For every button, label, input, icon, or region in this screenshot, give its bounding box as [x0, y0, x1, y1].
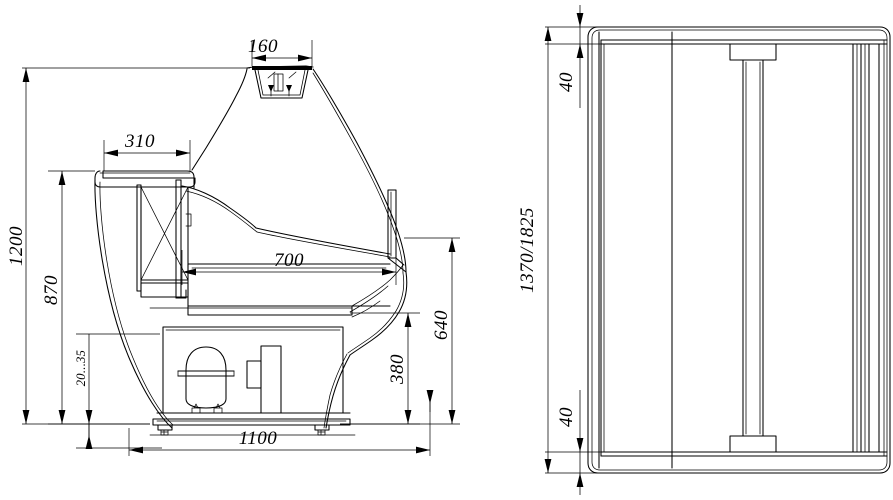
dimension-1100: 1100	[128, 390, 434, 456]
dimension-160: 160	[248, 36, 313, 66]
dim-label-40-top: 40	[556, 72, 577, 92]
plan-center-divider	[729, 43, 777, 453]
dim-label-1370-1825: 1370/1825	[517, 207, 538, 293]
dim-label-380: 380	[387, 354, 408, 385]
dim-label-310: 310	[124, 131, 155, 152]
front-glass-frame	[387, 189, 407, 273]
plan-end-rails	[600, 39, 888, 457]
display-basin	[149, 185, 391, 316]
dim-label-1100: 1100	[239, 428, 278, 449]
plan-view: 40 40 1370/1825	[517, 5, 891, 495]
dimension-40-bottom: 40	[545, 390, 604, 495]
evaporator-fan-unit	[136, 179, 192, 299]
dimension-870: 870	[41, 170, 150, 425]
plan-outer-body	[587, 26, 891, 474]
dim-label-20-35: 20...35	[74, 350, 88, 386]
dimension-1370-1825: 1370/1825	[517, 27, 552, 473]
side-section-view: 160 310 1200 870	[6, 36, 460, 456]
dimension-700: 700	[181, 250, 397, 285]
dimension-40-top: 40	[545, 5, 604, 108]
plan-left-edges	[598, 31, 673, 469]
base-frame-and-feet	[149, 412, 356, 436]
front-glass-profile	[191, 65, 407, 274]
cabinet-body	[94, 170, 196, 189]
front-apron	[323, 264, 408, 429]
dim-label-40-bottom: 40	[556, 407, 577, 427]
machinery-compartment	[162, 326, 344, 414]
dimension-310: 310	[103, 131, 191, 171]
dimension-1200: 1200	[6, 67, 250, 425]
dim-label-1200: 1200	[6, 226, 27, 266]
dimension-640: 640	[340, 237, 460, 425]
dim-label-160: 160	[248, 36, 278, 57]
rear-panel	[94, 179, 174, 429]
dim-label-640: 640	[431, 310, 452, 340]
dim-label-700: 700	[274, 250, 304, 271]
plan-right-glass-layers	[852, 39, 885, 457]
dimension-20-35: 20...35	[74, 333, 162, 449]
dimension-380: 380	[340, 312, 420, 425]
top-light-canopy	[252, 66, 312, 99]
dim-label-870: 870	[41, 275, 62, 305]
